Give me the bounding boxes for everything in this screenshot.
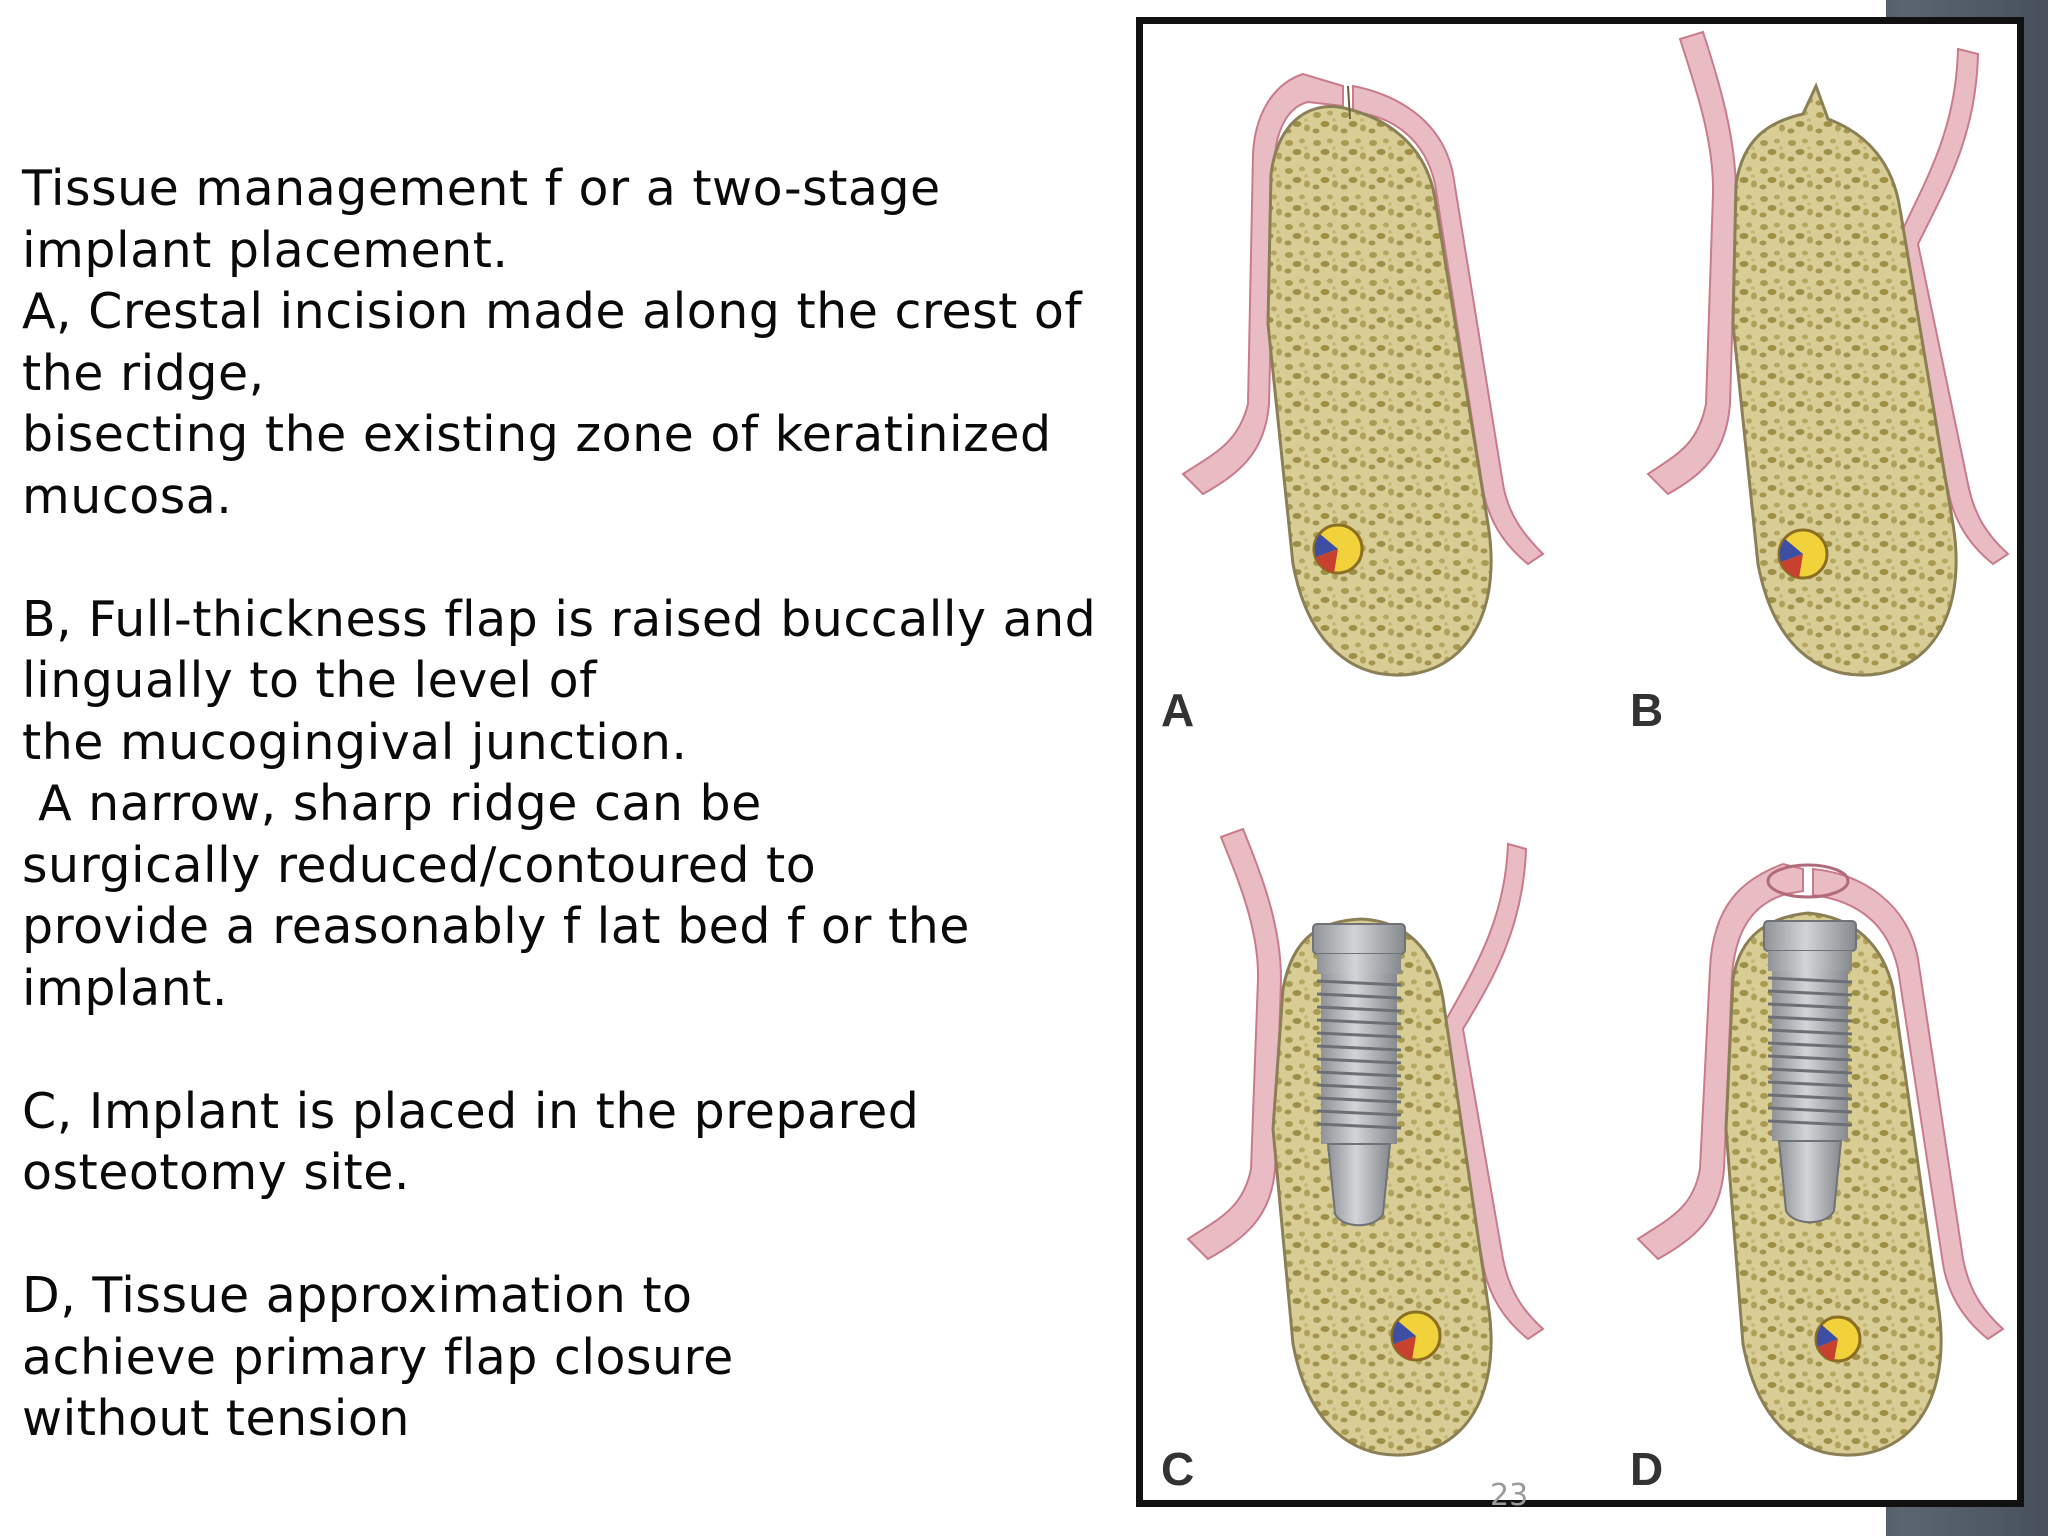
- caption-line: Tissue management f or a two-stage: [22, 160, 941, 217]
- implant-thread: [1767, 1002, 1853, 1010]
- panel-b: B: [1630, 30, 2010, 736]
- panel-a-gingiva-left: [1181, 72, 1344, 496]
- implant-thread: [1316, 1109, 1402, 1117]
- panel-c-implant-threads: [1316, 979, 1402, 1130]
- caption-blank-line: [22, 1019, 1132, 1081]
- side-band-notch-top: [1826, 0, 1886, 20]
- panel-d-nerve-bundle: [1814, 1315, 1862, 1363]
- panel-c: C: [1161, 827, 1545, 1495]
- panel-b-gingiva-right: [1894, 47, 2010, 566]
- panel-b-gingiva-left: [1646, 30, 1738, 496]
- panel-b-bone: [1731, 82, 1958, 677]
- caption-line: A, Crestal incision made along the crest…: [22, 283, 1083, 340]
- panel-a-nerve-bundle: [1312, 523, 1364, 575]
- caption-line: D, Tissue approximation to: [22, 1267, 693, 1324]
- implant-illustration-figure: A B: [1136, 17, 2024, 1507]
- panel-a-label: A: [1161, 684, 1194, 736]
- implant-thread: [1316, 1070, 1402, 1078]
- implant-thread: [1316, 1005, 1402, 1013]
- panel-b-nerve-bundle: [1777, 528, 1829, 580]
- implant-thread: [1316, 1083, 1402, 1091]
- caption-line: provide a reasonably f lat bed f or the: [22, 898, 970, 955]
- panel-d-implant-threads: [1767, 976, 1853, 1127]
- panel-c-gingiva-left: [1186, 827, 1283, 1261]
- caption-blank-line: [22, 1204, 1132, 1266]
- implant-thread: [1316, 1122, 1402, 1130]
- caption-line: surgically reduced/contoured to: [22, 836, 817, 894]
- implant-thread: [1767, 1054, 1853, 1062]
- panel-c-nerve-bundle: [1390, 1310, 1442, 1362]
- caption-blank-line: [22, 527, 1132, 589]
- panel-c-label: C: [1161, 1443, 1194, 1495]
- implant-thread: [1767, 1028, 1853, 1036]
- implant-thread: [1767, 1041, 1853, 1049]
- caption-line: lingually to the level of: [22, 652, 597, 709]
- implant-thread: [1767, 1093, 1853, 1101]
- implant-thread: [1316, 1096, 1402, 1104]
- caption-line: A narrow, sharp ridge can be: [22, 775, 762, 832]
- caption-line: implant.: [22, 959, 228, 1017]
- caption-line: implant placement.: [22, 221, 509, 279]
- panel-d-label: D: [1630, 1443, 1663, 1495]
- caption-line: without tension: [22, 1390, 410, 1447]
- implant-thread: [1316, 1031, 1402, 1039]
- panel-a-gingiva-right: [1352, 84, 1545, 566]
- page-number: 23: [1490, 1478, 1529, 1513]
- panel-d-gingiva-right: [1812, 867, 2005, 1341]
- panel-c-implant: [1312, 923, 1406, 1227]
- side-band-notch-bottom: [1826, 1506, 1886, 1536]
- caption-line: mucosa.: [22, 467, 233, 525]
- implant-thread: [1767, 1106, 1853, 1114]
- implant-thread: [1767, 1080, 1853, 1088]
- implant-thread: [1767, 1015, 1853, 1023]
- implant-thread: [1767, 1119, 1853, 1127]
- caption-line: the mucogingival junction.: [22, 713, 688, 771]
- panel-c-gingiva-right: [1439, 842, 1545, 1341]
- caption-line: B, Full-thickness flap is raised buccall…: [22, 590, 1097, 648]
- panel-a-bone: [1266, 105, 1493, 677]
- panel-a: A: [1161, 72, 1545, 736]
- implant-thread: [1316, 992, 1402, 1000]
- caption-line: bisecting the existing zone of keratiniz…: [22, 406, 1052, 463]
- panel-d-gingiva-left: [1636, 862, 1804, 1261]
- implant-thread: [1316, 1044, 1402, 1052]
- caption-line: achieve primary flap closure: [22, 1328, 734, 1386]
- panel-a-incision: [1347, 85, 1351, 120]
- implant-illustration-svg: A B: [1161, 30, 2010, 1495]
- implant-thread: [1767, 989, 1853, 997]
- implant-thread: [1316, 979, 1402, 987]
- panel-d-suture: [1766, 863, 1850, 899]
- implant-thread: [1767, 976, 1853, 984]
- panel-b-label: B: [1630, 684, 1663, 736]
- caption-line: osteotomy site.: [22, 1144, 410, 1201]
- caption-line: the ridge,: [22, 344, 265, 402]
- panel-d: D: [1630, 862, 2005, 1495]
- implant-thread: [1316, 1018, 1402, 1026]
- caption-line: C, Implant is placed in the prepared: [22, 1082, 920, 1140]
- implant-thread: [1316, 1057, 1402, 1065]
- implant-thread: [1767, 1067, 1853, 1075]
